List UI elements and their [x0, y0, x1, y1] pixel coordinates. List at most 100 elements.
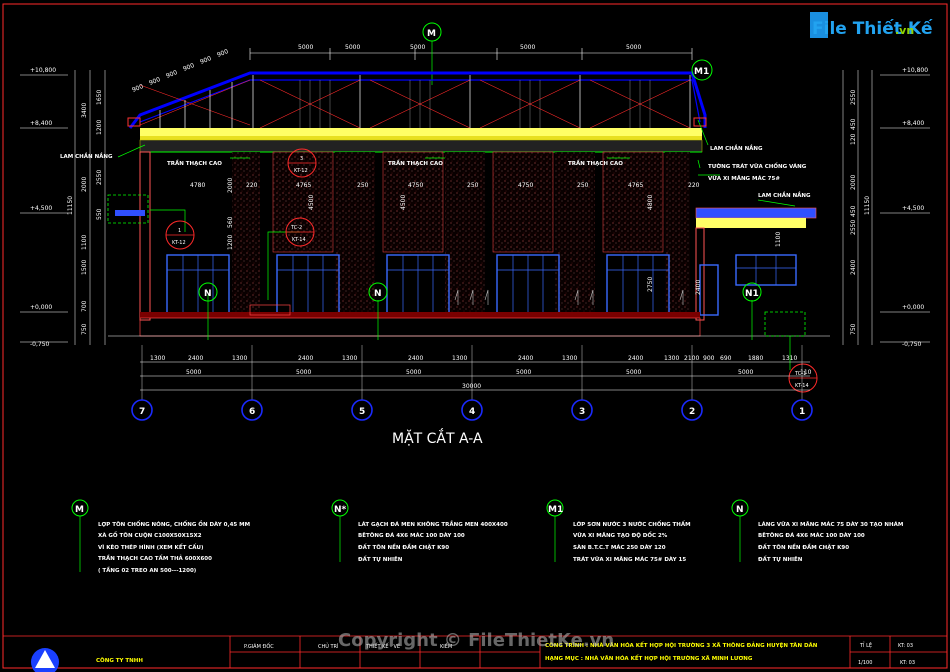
tb-chief: CHỦ TRÌ: [318, 642, 339, 650]
roof-dim-1: 900: [131, 83, 144, 94]
room-dims: 4780 220 4765 250 4750 250 4750 250 4765…: [190, 182, 700, 189]
svg-text:ĐẤT TÔN NỀN ĐẦM CHẶT K90: ĐẤT TÔN NỀN ĐẦM CHẶT K90: [358, 542, 449, 551]
level-left-3: +4,500: [30, 205, 52, 212]
grid-bubble-m: M: [422, 22, 442, 85]
svg-text:550: 550: [96, 208, 103, 220]
watermark-logo: File Thiết Kế .vn: [810, 12, 933, 39]
svg-text:1650: 1650: [96, 90, 103, 105]
roof-dim-3: 900: [165, 69, 178, 80]
level-right-2: +8,400: [902, 120, 924, 127]
level-right-3: +4,500: [902, 205, 924, 212]
svg-text:11150: 11150: [67, 196, 74, 215]
opening-mullions: [167, 255, 796, 313]
svg-text:250: 250: [357, 182, 369, 189]
level-right-5: -0,750: [902, 341, 922, 348]
svg-text:5000: 5000: [296, 369, 311, 376]
svg-text:ĐẤT TỰ NHIÊN: ĐẤT TỰ NHIÊN: [358, 555, 403, 563]
svg-text:4750: 4750: [518, 182, 533, 189]
svg-text:450: 450: [850, 205, 857, 217]
svg-text:KT-12: KT-12: [294, 168, 308, 174]
svg-text:1300: 1300: [452, 355, 467, 362]
column-panels: [232, 151, 690, 312]
svg-text:TRÁT VỮA XI MĂNG MÁC 75# DÀY 1: TRÁT VỮA XI MĂNG MÁC 75# DÀY 15: [573, 556, 686, 563]
svg-text:1200: 1200: [96, 120, 103, 135]
svg-text:5000: 5000: [738, 369, 753, 376]
total-dim: 30000: [462, 383, 481, 390]
svg-text:ĐẤT TÔN NỀN ĐẦM CHẶT K90: ĐẤT TÔN NỀN ĐẦM CHẶT K90: [758, 542, 849, 551]
bottom-dims-row-2: 5000 5000 5000 5000 5000 5000 110: [186, 369, 812, 376]
svg-text:2400: 2400: [408, 355, 423, 362]
svg-text:KT-14: KT-14: [292, 237, 306, 243]
svg-text:XÀ GỒ TÔN CUỘN C100X50X15X2: XÀ GỒ TÔN CUỘN C100X50X15X2: [98, 530, 202, 539]
floor-tag-n-1: N: [198, 282, 218, 302]
top-dim-1: 5000: [298, 44, 313, 51]
axis-2: 2: [689, 407, 695, 417]
svg-text:2400: 2400: [628, 355, 643, 362]
svg-text:120: 120: [850, 133, 857, 145]
callout-lam-chan-nang-2: LAM CHẮN NẮNG: [710, 144, 763, 152]
svg-text:4800: 4800: [647, 195, 654, 210]
svg-text:LÁNG VỮA XI MĂNG MÁC 75 DÀY 30: LÁNG VỮA XI MĂNG MÁC 75 DÀY 30 TẠO NHÁM: [758, 521, 903, 528]
level-right-1: +10,800: [902, 67, 928, 74]
svg-text:1100: 1100: [81, 235, 88, 250]
svg-text:220: 220: [246, 182, 258, 189]
svg-text:110: 110: [800, 369, 812, 376]
svg-text:1: 1: [178, 228, 181, 234]
svg-text:4500: 4500: [400, 195, 407, 210]
svg-text:N: N: [736, 505, 744, 515]
svg-text:1300: 1300: [232, 355, 247, 362]
svg-text:5000: 5000: [626, 369, 641, 376]
svg-text:TRẦN THẠCH CAO TẤM THẢ 600X600: TRẦN THẠCH CAO TẤM THẢ 600X600: [98, 553, 212, 562]
svg-text:ĐẤT TỰ NHIÊN: ĐẤT TỰ NHIÊN: [758, 555, 803, 563]
svg-text:1300: 1300: [150, 355, 165, 362]
axis-3: 3: [579, 407, 585, 417]
callout-lam-chan-nang-1: LAM CHẮN NẮNG: [60, 152, 113, 160]
callout-tran-thach-cao-3: TRẦN THẠCH CAO: [568, 158, 623, 167]
svg-text:2400: 2400: [695, 280, 702, 295]
svg-text:SÀN B.T.C.T MÁC 250 DÀY 120: SÀN B.T.C.T MÁC 250 DÀY 120: [573, 544, 666, 551]
leader-lines: [117, 119, 796, 370]
top-dim-2: 5000: [410, 44, 425, 51]
svg-text:M: M: [75, 505, 84, 515]
svg-text:BÊTÔNG ĐÁ 4X6 MÁC 100 DÀY 100: BÊTÔNG ĐÁ 4X6 MÁC 100 DÀY 100: [358, 531, 465, 539]
callout-tuong-trat: TƯỜNG TRÁT VỮA CHỐNG VÁNG: [708, 162, 807, 170]
wall-vertical-dims: 2000 1200 560 4500 2400 4500 2750 4800 1…: [227, 178, 782, 295]
svg-text:560: 560: [227, 216, 234, 228]
svg-text:1300: 1300: [562, 355, 577, 362]
tb-project-line-1: CÔNG TRÌNH : NHÀ VĂN HÓA KẾT HỢP HỘI TRƯ…: [545, 641, 818, 649]
copyright-watermark: Copyright © FileThietKe.vn: [338, 630, 614, 651]
axis-bubbles: 7 6 5 4 3 2 1: [131, 345, 813, 421]
svg-text:2550: 2550: [850, 220, 857, 235]
svg-text:2400: 2400: [188, 355, 203, 362]
svg-text:4780: 4780: [190, 182, 205, 189]
svg-text:4500: 4500: [308, 195, 315, 210]
seating: [454, 289, 684, 305]
svg-text:750: 750: [850, 323, 857, 335]
tb-draw: THIẾT KẾ - VẼ: [365, 642, 400, 650]
legend-m: M LỢP TÔN CHỐNG NÓNG, CHỐNG ỒN DÀY 0,45 …: [71, 499, 250, 574]
svg-text:3400: 3400: [81, 103, 88, 118]
floor-tag-n1: N1: [742, 282, 762, 302]
svg-text:M1: M1: [694, 67, 709, 77]
svg-text:N: N: [204, 289, 212, 299]
level-left-2: +8,400: [30, 120, 52, 127]
legend-n: N LÁNG VỮA XI MĂNG MÁC 75 DÀY 30 TẠO NHÁ…: [731, 499, 903, 563]
detail-tag-1: 3 KT-12: [287, 148, 317, 178]
svg-text:M1: M1: [548, 505, 563, 515]
axis-7: 7: [139, 407, 145, 417]
watermark-suffix: .vn: [895, 24, 914, 37]
roof-dim-2: 900: [148, 76, 161, 87]
level-right-4: +0,000: [902, 304, 924, 311]
tb-check: KIỂM: [440, 642, 452, 650]
svg-text:700: 700: [81, 300, 88, 312]
svg-text:4765: 4765: [296, 182, 311, 189]
roof-dim-4: 900: [182, 62, 195, 73]
top-dim-3: 5000: [520, 44, 535, 51]
svg-text:LỚP SƠN NƯỚC 3 NƯỚC CHỐNG THẤM: LỚP SƠN NƯỚC 3 NƯỚC CHỐNG THẤM: [573, 520, 691, 528]
axis-4: 4: [469, 407, 475, 417]
legend-m1: M1 LỚP SƠN NƯỚC 3 NƯỚC CHỐNG THẤM VỮA XI…: [546, 499, 691, 563]
svg-text:5000: 5000: [516, 369, 531, 376]
floor-slab: [108, 304, 830, 337]
callout-tran-thach-cao-1: TRẦN THẠCH CAO: [167, 158, 222, 167]
svg-text:2750: 2750: [647, 277, 654, 292]
